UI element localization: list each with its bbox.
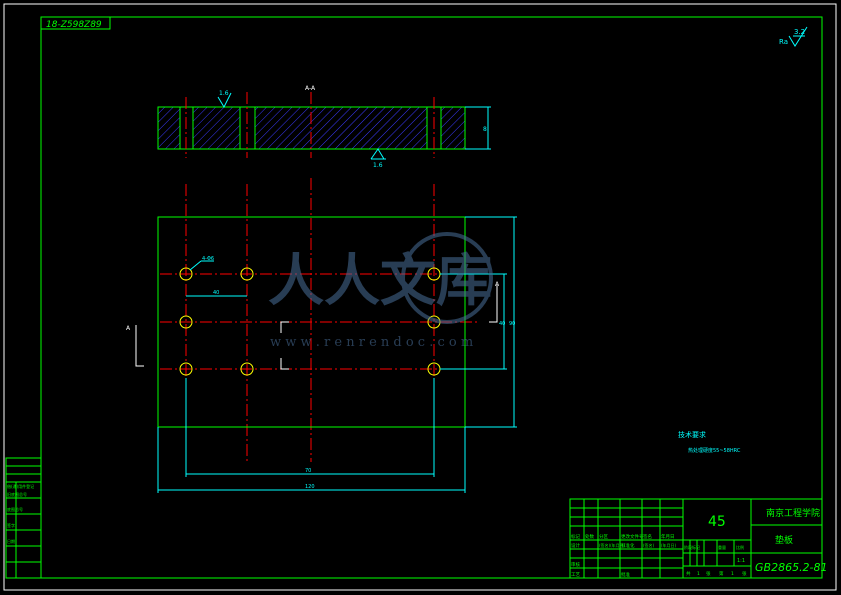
hatch-area <box>158 107 180 149</box>
hole <box>240 267 254 281</box>
standard-code: GB2865.2-81 <box>755 561 828 574</box>
side-panel-label: 签字 <box>7 522 15 528</box>
side-panel: 借(通)用件登记 旧底图总号 底图总号 签字 日期 <box>5 457 42 579</box>
title-block-cell: (年月日) <box>661 542 677 548</box>
stage-header: 比例 <box>736 544 744 550</box>
part-name: 垫板 <box>775 534 793 546</box>
roughness-default-icon <box>788 26 808 47</box>
section-cut-marker <box>135 325 144 367</box>
title-block-cell: 更改文件号 <box>621 533 644 540</box>
right-height-dim: 90 <box>509 321 515 327</box>
side-panel-label: 旧底图总号 <box>7 491 27 497</box>
drawing-frame <box>40 16 823 579</box>
title-block-cell: 处数 <box>585 533 594 540</box>
hole-pitch-dim: 40 <box>213 290 219 296</box>
section-cut-marker <box>489 285 498 323</box>
title-block-cell: 审核 <box>571 561 580 568</box>
watermark-logo-icon <box>401 232 493 324</box>
school-name: 南京工程学院 <box>766 507 820 519</box>
right-hole-span-dim: 40 <box>499 321 505 327</box>
watermark-title: 人人文库 <box>268 248 492 314</box>
title-block-cell: 年月日 <box>661 533 675 540</box>
sheet-info: 共 <box>686 570 691 577</box>
section-marker-right: A <box>495 281 500 288</box>
watermark-url: w w w . r e n r e n d o c . c o m <box>270 335 473 350</box>
hole <box>179 362 193 376</box>
title-block-cell: 标记 <box>571 533 580 540</box>
roughness-upper-icon <box>217 92 232 109</box>
title-block-cell: 设计 <box>571 542 580 549</box>
thickness-dim: 8 <box>483 126 487 133</box>
plate-outline <box>157 216 466 428</box>
drawing-code-box <box>40 16 111 30</box>
title-block-cell: 标准化 <box>621 542 635 549</box>
side-panel-label: 底图总号 <box>7 506 23 512</box>
roughness-symbol-text: Ra <box>779 38 788 46</box>
hatch-area <box>193 107 240 149</box>
hatch-area <box>255 107 427 149</box>
sheet-info: 张 <box>742 570 747 577</box>
stage-header: 阶段标记 <box>684 544 700 550</box>
notes-heading: 技术要求 <box>678 430 706 439</box>
title-block-border <box>569 498 823 579</box>
hole <box>179 315 193 329</box>
roughness-upper-value: 1.6 <box>219 90 229 97</box>
section-cut-marker <box>280 321 289 333</box>
section-view: A-A 8 1.6 1.6 <box>157 85 491 169</box>
scale-value: 1:1 <box>737 558 745 564</box>
title-block-cell: (签名) <box>643 542 655 548</box>
title-block-cell: 批准 <box>621 571 630 578</box>
leader-line <box>189 260 202 271</box>
sheet-info: 1 <box>697 571 700 577</box>
roughness-lower-icon <box>370 148 385 160</box>
roughness-lower-value: 1.6 <box>373 162 383 169</box>
title-block-cell: (签名)(年月日) <box>599 542 626 548</box>
material-text: 45 <box>708 514 726 530</box>
title-block-cell: 分区 <box>599 533 608 540</box>
sheet-info: 第 <box>719 570 724 577</box>
title-block: 标记 处数 分区 更改文件号 签名 年月日 设计 (签名)(年月日) 标准化 (… <box>569 498 828 579</box>
section-cut-marker <box>280 358 289 370</box>
plan-view: 4-Φ6 40 A A 40 90 70 120 <box>126 178 517 493</box>
watermark: 人人文库 w w w . r e n r e n d o c . c o m <box>268 232 493 350</box>
sheet-outer-border <box>3 3 837 591</box>
side-panel-label: 借(通)用件登记 <box>7 483 34 489</box>
sheet-info: 1 <box>731 571 734 577</box>
overall-width-dim: 120 <box>305 484 315 490</box>
stage-header: 重量 <box>718 544 726 550</box>
section-label: A-A <box>305 85 316 92</box>
roughness-default-value: 3.2 <box>794 28 805 36</box>
hole <box>179 267 193 281</box>
notes-line1: 热处理硬度55~58HRC <box>688 447 741 454</box>
drawing-code-text: 18-Z598Z89 <box>46 20 102 30</box>
hole <box>240 362 254 376</box>
hole-span-dim: 70 <box>305 468 311 474</box>
hatch-area <box>441 107 465 149</box>
title-block-cell: 签名 <box>643 533 652 540</box>
hole-callout: 4-Φ6 <box>202 256 214 262</box>
title-block-cell: 工艺 <box>571 572 580 578</box>
section-marker-left: A <box>126 325 131 332</box>
side-panel-box <box>5 457 42 579</box>
sheet-info: 张 <box>706 570 711 577</box>
side-panel-label: 日期 <box>7 538 15 544</box>
